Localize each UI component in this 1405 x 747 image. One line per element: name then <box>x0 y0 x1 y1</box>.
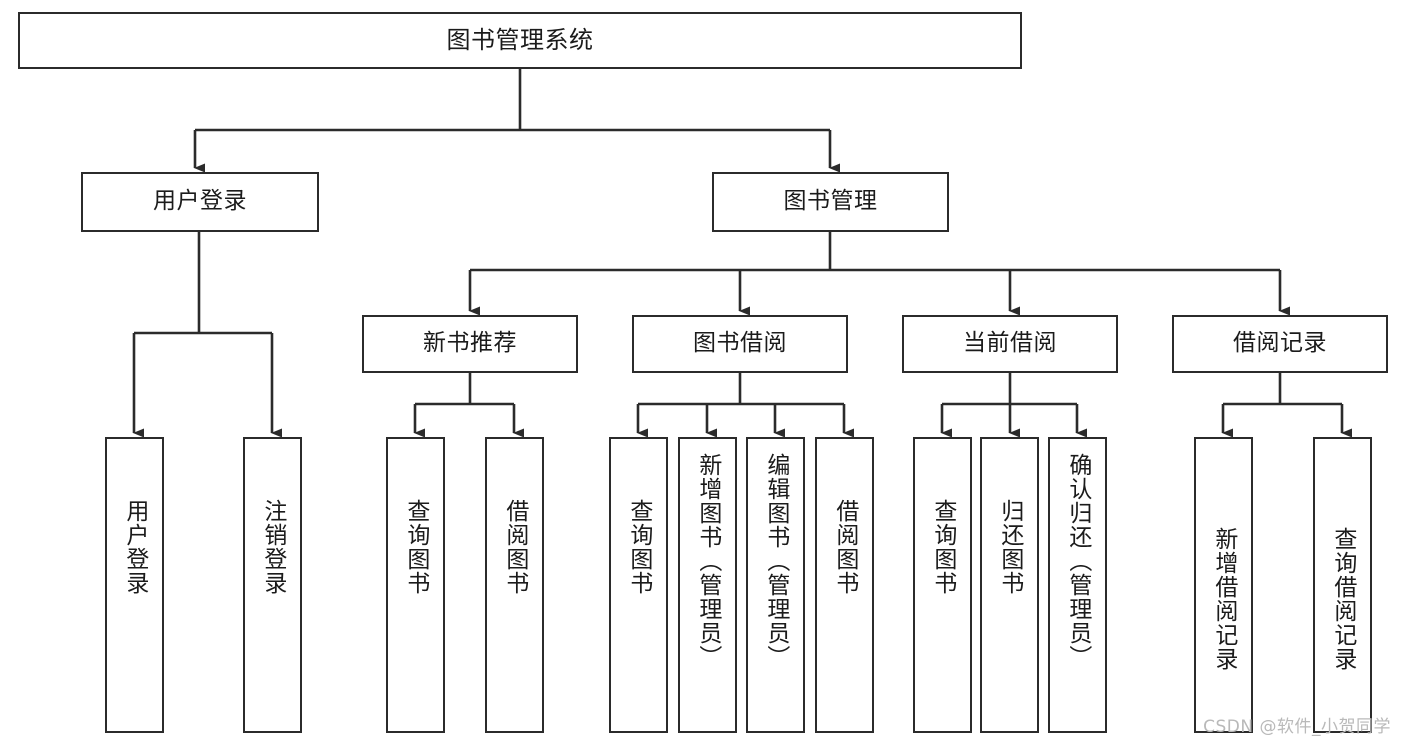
node-leaf-12[interactable]: 查询借阅记录 <box>1313 437 1372 733</box>
node-leaf-9[interactable]: 归还图书 <box>980 437 1039 733</box>
node-leaf-7[interactable]: 借阅图书 <box>815 437 874 733</box>
node-label: 新增图书（管理员） <box>694 453 721 669</box>
node-level3-2[interactable]: 当前借阅 <box>902 315 1118 373</box>
node-label: 归还图书 <box>996 499 1023 595</box>
node-label: 注销登录 <box>259 499 286 595</box>
node-label: 新书推荐 <box>423 330 517 357</box>
node-level3-3[interactable]: 借阅记录 <box>1172 315 1388 373</box>
node-leaf-0[interactable]: 用户登录 <box>105 437 164 733</box>
node-leaf-3[interactable]: 借阅图书 <box>485 437 544 733</box>
node-level3-0[interactable]: 新书推荐 <box>362 315 578 373</box>
node-leaf-8[interactable]: 查询图书 <box>913 437 972 733</box>
node-leaf-2[interactable]: 查询图书 <box>386 437 445 733</box>
node-label: 图书管理 <box>783 188 878 215</box>
node-label: 查询图书 <box>402 499 429 595</box>
node-leaf-10[interactable]: 确认归还（管理员） <box>1048 437 1107 733</box>
node-label: 借阅图书 <box>831 499 858 595</box>
node-label: 查询图书 <box>929 499 956 595</box>
node-label: 编辑图书（管理员） <box>762 453 789 669</box>
node-label: 新增借阅记录 <box>1210 527 1237 671</box>
node-label: 查询借阅记录 <box>1329 527 1356 671</box>
node-level3-1[interactable]: 图书借阅 <box>632 315 848 373</box>
node-label: 用户登录 <box>153 188 247 215</box>
node-leaf-11[interactable]: 新增借阅记录 <box>1194 437 1253 733</box>
node-label: 用户登录 <box>121 499 148 595</box>
node-level2-0[interactable]: 用户登录 <box>81 172 319 232</box>
node-leaf-6[interactable]: 编辑图书（管理员） <box>746 437 805 733</box>
node-label: 查询图书 <box>625 499 652 595</box>
node-leaf-4[interactable]: 查询图书 <box>609 437 668 733</box>
node-label: 借阅图书 <box>501 499 528 595</box>
node-label: 确认归还（管理员） <box>1064 453 1091 669</box>
node-root-book-management-system[interactable]: 图书管理系统 <box>18 12 1022 69</box>
node-level2-1[interactable]: 图书管理 <box>712 172 949 232</box>
node-label: 当前借阅 <box>963 330 1057 357</box>
node-leaf-5[interactable]: 新增图书（管理员） <box>678 437 737 733</box>
node-label: 图书管理系统 <box>446 26 594 55</box>
node-label: 图书借阅 <box>693 330 787 357</box>
node-leaf-1[interactable]: 注销登录 <box>243 437 302 733</box>
node-label: 借阅记录 <box>1233 330 1327 357</box>
